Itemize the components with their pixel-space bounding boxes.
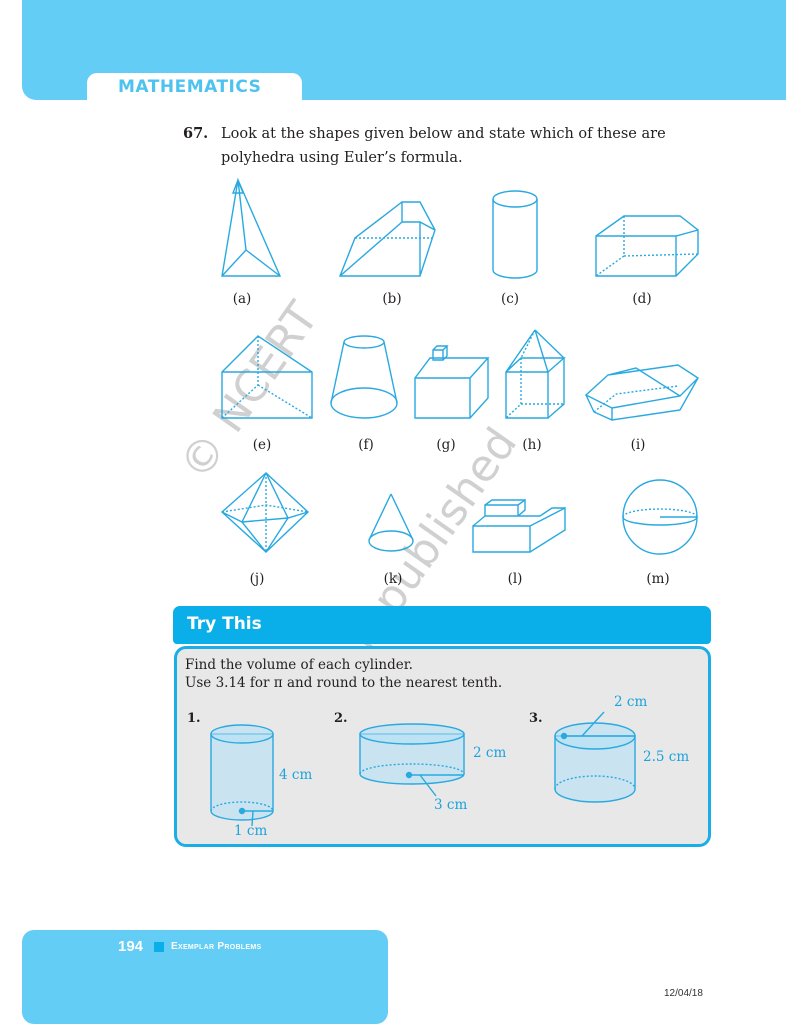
cylinder-3-number: 3. [529, 711, 543, 726]
try-this-title: Try This [187, 614, 262, 634]
square-bullet-icon [154, 942, 164, 952]
cylinder-3-radius: 2 cm [614, 694, 648, 710]
cylinder-1 [210, 724, 274, 827]
shape-label-b: (b) [382, 291, 402, 307]
try-this-header: Try This [173, 606, 711, 644]
print-date: 12/04/18 [664, 988, 703, 999]
shape-i [584, 364, 700, 421]
subject-tab: MATHEMATICS [87, 73, 302, 103]
shape-label-i: (i) [630, 437, 646, 453]
shape-label-k: (k) [383, 571, 403, 587]
shape-a [221, 177, 282, 277]
cylinder-2-radius: 3 cm [434, 797, 468, 813]
try-this-instructions: Find the volume of each cylinder. Use 3.… [185, 656, 502, 692]
shape-j [220, 472, 310, 553]
shape-label-c: (c) [500, 291, 520, 307]
shape-d [595, 215, 699, 277]
shape-label-j: (j) [249, 571, 265, 587]
shape-b [338, 201, 436, 277]
cylinder-2-number: 2. [334, 711, 348, 726]
shape-label-a: (a) [232, 291, 252, 307]
cylinder-1-number: 1. [187, 711, 201, 726]
book-title: Exemplar Problems [171, 941, 262, 952]
cylinder-1-radius: 1 cm [234, 823, 268, 839]
cylinder-1-height: 4 cm [279, 767, 313, 783]
shape-c [492, 190, 538, 279]
shape-e [221, 335, 313, 419]
question-number: 67. [183, 125, 209, 142]
shape-l [472, 498, 566, 553]
cylinder-3-height: 2.5 cm [643, 749, 690, 765]
shape-g [414, 345, 490, 419]
shape-label-h: (h) [522, 437, 542, 453]
shape-k [368, 493, 414, 552]
instruction-line-1: Find the volume of each cylinder. [185, 657, 413, 673]
shape-label-e: (e) [252, 437, 272, 453]
question-text: Look at the shapes given below and state… [221, 126, 666, 166]
shape-label-d: (d) [632, 291, 652, 307]
shape-h [505, 329, 566, 419]
subject-title: MATHEMATICS [118, 77, 262, 97]
footer-band: 194 Exemplar Problems [22, 930, 388, 1024]
shape-label-m: (m) [646, 571, 670, 587]
shape-label-g: (g) [436, 437, 456, 453]
page-number: 194 [118, 938, 144, 955]
shape-label-f: (f) [358, 437, 374, 453]
cylinder-2 [359, 723, 465, 797]
instruction-line-2: Use 3.14 for π and round to the nearest … [185, 675, 503, 691]
shape-m [622, 479, 698, 555]
shape-f [330, 335, 398, 419]
cylinder-3 [554, 711, 636, 803]
cylinder-2-height: 2 cm [473, 745, 507, 761]
shape-label-l: (l) [507, 571, 523, 587]
